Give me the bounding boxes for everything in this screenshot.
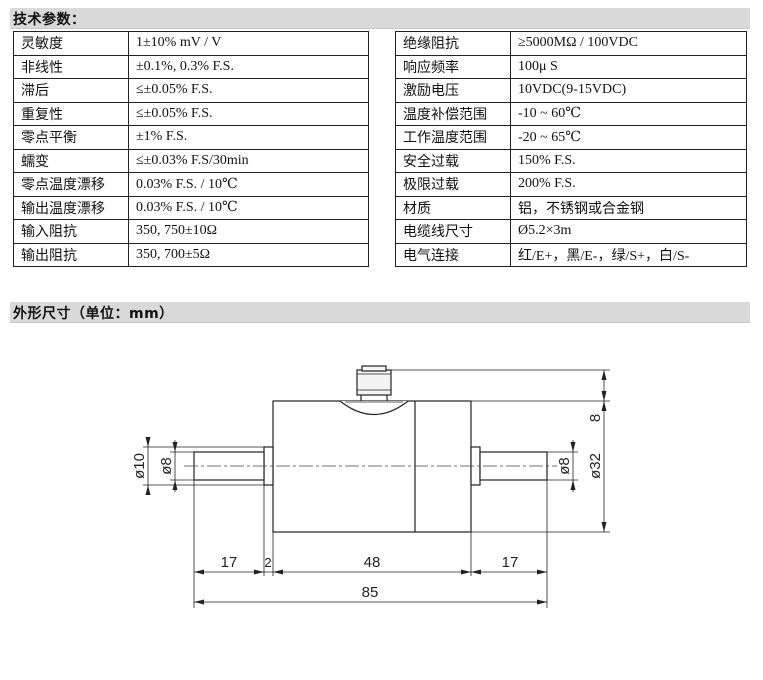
specs-section-header: 技术参数： bbox=[10, 8, 750, 29]
spec-value: 1±10% mV / V bbox=[128, 31, 369, 56]
spec-label: 非线性 bbox=[13, 54, 129, 79]
spec-value: 350, 750±10Ω bbox=[128, 219, 369, 244]
spec-value: ±0.1%, 0.3% F.S. bbox=[128, 54, 369, 79]
spec-value: -10 ~ 60℃ bbox=[510, 101, 747, 126]
spec-label: 零点平衡 bbox=[13, 125, 129, 150]
spec-label: 工作温度范围 bbox=[395, 125, 511, 150]
spec-row-right: 绝缘阻抗≥5000MΩ / 100VDC bbox=[395, 31, 747, 56]
spec-label: 安全过载 bbox=[395, 148, 511, 173]
spec-value: ≤±0.05% F.S. bbox=[128, 101, 369, 126]
spec-label: 重复性 bbox=[13, 101, 129, 126]
spec-value: 铝，不锈钢或合金钢 bbox=[510, 195, 747, 220]
spec-row-right: 材质铝，不锈钢或合金钢 bbox=[395, 195, 747, 220]
connector-boss bbox=[339, 400, 409, 415]
dimensions-section-title: 外形尺寸（单位：mm） bbox=[13, 306, 174, 322]
left-shaft bbox=[193, 451, 265, 481]
spec-value: ≤±0.03% F.S/30min bbox=[128, 148, 369, 173]
spec-row-right: 工作温度范围-20 ~ 65℃ bbox=[395, 125, 747, 150]
spec-value: 150% F.S. bbox=[510, 148, 747, 173]
spec-value: 200% F.S. bbox=[510, 172, 747, 197]
spec-value: 红/E+，黑/E-，绿/S+，白/S- bbox=[510, 242, 747, 267]
spec-label: 输出温度漂移 bbox=[13, 195, 129, 220]
spec-label: 材质 bbox=[395, 195, 511, 220]
spec-label: 输出阻抗 bbox=[13, 242, 129, 267]
spec-label: 响应频率 bbox=[395, 54, 511, 79]
spec-label: 激励电压 bbox=[395, 78, 511, 103]
spec-row-left: 重复性≤±0.05% F.S. bbox=[13, 101, 369, 126]
spec-value: 350, 700±5Ω bbox=[128, 242, 369, 267]
spec-value: 0.03% F.S. / 10℃ bbox=[128, 195, 369, 220]
dimension-drawing: 17 2 48 17 85 8 ø32 ø10 ø8 ø8 bbox=[131, 365, 610, 608]
specs-section-title: 技术参数： bbox=[13, 12, 86, 28]
spec-row-left: 蠕变≤±0.03% F.S/30min bbox=[13, 148, 369, 173]
spec-label: 绝缘阻抗 bbox=[395, 31, 511, 56]
spec-value: 0.03% F.S. / 10℃ bbox=[128, 172, 369, 197]
dim-flange: 2 bbox=[264, 555, 271, 570]
dim-right-shaft: 17 bbox=[502, 554, 519, 571]
spec-row-right: 电气连接红/E+，黑/E-，绿/S+，白/S- bbox=[395, 242, 747, 267]
spec-label: 滞后 bbox=[13, 78, 129, 103]
dimensions-section-header: 外形尺寸（单位：mm） bbox=[10, 302, 750, 323]
dim-connector-height: 8 bbox=[587, 414, 604, 422]
spec-label: 灵敏度 bbox=[13, 31, 129, 56]
spec-label: 温度补偿范围 bbox=[395, 101, 511, 126]
spec-row-right: 温度补偿范围-10 ~ 60℃ bbox=[395, 101, 747, 126]
spec-row-left: 滞后≤±0.05% F.S. bbox=[13, 78, 369, 103]
spec-value: Ø5.2×3m bbox=[510, 219, 747, 244]
spec-row-left: 非线性±0.1%, 0.3% F.S. bbox=[13, 54, 369, 79]
dim-body-length: 48 bbox=[364, 554, 381, 571]
dim-left-outer-diameter: ø10 bbox=[131, 453, 148, 479]
spec-value: ±1% F.S. bbox=[128, 125, 369, 150]
spec-value: ≥5000MΩ / 100VDC bbox=[510, 31, 747, 56]
dim-left-shaft: 17 bbox=[221, 554, 238, 571]
dim-body-diameter: ø32 bbox=[587, 453, 604, 479]
spec-label: 电气连接 bbox=[395, 242, 511, 267]
spec-value: -20 ~ 65℃ bbox=[510, 125, 747, 150]
dim-total-length: 85 bbox=[362, 584, 379, 601]
spec-value: 10VDC(9-15VDC) bbox=[510, 78, 747, 103]
dim-right-diameter: ø8 bbox=[556, 457, 573, 475]
spec-label: 蠕变 bbox=[13, 148, 129, 173]
spec-value: ≤±0.05% F.S. bbox=[128, 78, 369, 103]
spec-label: 电缆线尺寸 bbox=[395, 219, 511, 244]
spec-row-left: 零点平衡±1% F.S. bbox=[13, 125, 369, 150]
dim-left-inner-diameter: ø8 bbox=[158, 457, 175, 475]
connector-cap bbox=[361, 365, 387, 372]
spec-label: 零点温度漂移 bbox=[13, 172, 129, 197]
sensor-body bbox=[272, 400, 472, 533]
spec-value: 100μ S bbox=[510, 54, 747, 79]
spec-label: 输入阻抗 bbox=[13, 219, 129, 244]
spec-label: 极限过载 bbox=[395, 172, 511, 197]
